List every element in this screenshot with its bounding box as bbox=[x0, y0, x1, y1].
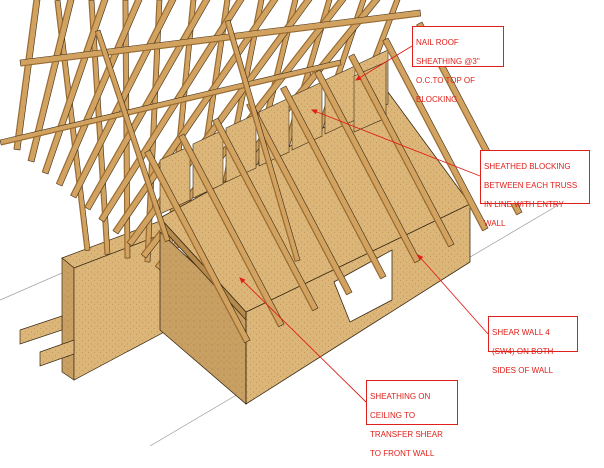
callout-line: IN LINE WITH ENTRY bbox=[484, 200, 564, 210]
blocking-panel bbox=[225, 113, 257, 183]
leader-ceiling bbox=[239, 277, 367, 403]
callout-line: (SW4) ON BOTH bbox=[492, 347, 554, 357]
framing-diagram bbox=[0, 0, 561, 446]
front-truss-web-edge bbox=[94, 31, 166, 242]
callout-line: O.C.TO TOP OF bbox=[416, 76, 475, 86]
leader-blocking-arrow bbox=[310, 109, 318, 115]
callout-leaders bbox=[239, 45, 489, 403]
callout-line: SHEATHING @3" bbox=[416, 57, 480, 67]
callout-line: NAIL ROOF bbox=[416, 38, 459, 48]
callout-nail-roof-sheathing: NAIL ROOF SHEATHING @3" O.C.TO TOP OF BL… bbox=[412, 26, 504, 104]
front-truss-rafter-edge bbox=[144, 152, 246, 344]
front-truss-web-edge bbox=[224, 21, 296, 262]
front-trusses bbox=[94, 19, 523, 344]
leader-shear-wall bbox=[417, 254, 489, 335]
blocking-panel bbox=[192, 129, 224, 199]
leader-ceiling-arrow bbox=[239, 277, 246, 284]
callout-line: SHEATHING ON bbox=[370, 392, 431, 402]
truss-rafter-edge bbox=[84, 0, 204, 208]
callout-ceiling-sheathing: SHEATHING ON CEILING TO TRANSFER SHEAR T… bbox=[366, 380, 458, 458]
top-chord-edge bbox=[20, 15, 421, 67]
callout-line: BETWEEN EACH TRUSS bbox=[484, 181, 578, 191]
truss-rafter-edge bbox=[13, 0, 35, 150]
leader-shear-wall-arrow bbox=[417, 254, 424, 261]
front-truss-rafter-edge bbox=[280, 88, 382, 280]
ridge-chord-edge bbox=[1, 64, 342, 146]
leader-nail-roof-arrow bbox=[355, 75, 362, 81]
truss-rafter-edge bbox=[55, 0, 137, 184]
front-truss-rafter-edge bbox=[348, 56, 450, 248]
callout-shear-wall: SHEAR WALL 4 (SW4) ON BOTH SIDES OF WALL bbox=[488, 316, 578, 375]
callout-line: TO FRONT WALL bbox=[370, 448, 435, 458]
front-truss-rafter-edge bbox=[178, 136, 280, 328]
front-truss-rafter-edge bbox=[314, 72, 416, 264]
callout-line: SIDES OF WALL bbox=[492, 366, 554, 376]
callout-sheathed-blocking: SHEATHED BLOCKING BETWEEN EACH TRUSS IN … bbox=[480, 150, 590, 228]
leader-blocking bbox=[311, 109, 481, 177]
blocking-panel bbox=[291, 81, 323, 151]
callout-line: WALL bbox=[484, 218, 506, 228]
leader-nail-roof bbox=[355, 45, 413, 81]
callout-line: BLOCKING bbox=[416, 94, 458, 104]
truss-rafter-edge bbox=[98, 0, 238, 220]
callout-line: TRANSFER SHEAR bbox=[370, 430, 443, 440]
callout-line: CEILING TO bbox=[370, 411, 416, 421]
front-truss-rafter-edge bbox=[382, 40, 484, 232]
callout-line: SHEATHED BLOCKING bbox=[484, 162, 571, 172]
callout-line: SHEAR WALL 4 bbox=[492, 328, 550, 338]
front-truss-rafter-edge bbox=[212, 120, 314, 312]
truss-rafter-edge bbox=[41, 0, 103, 173]
